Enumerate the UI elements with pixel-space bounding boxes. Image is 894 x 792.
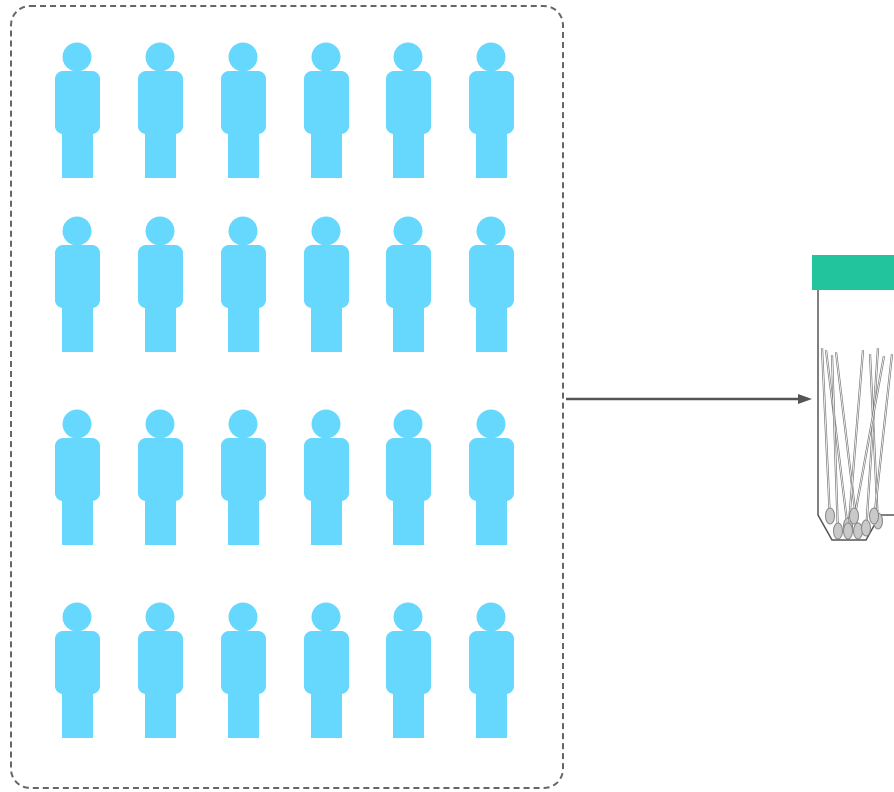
person-icon	[55, 42, 101, 178]
population-group-box	[10, 5, 564, 789]
person-icon	[304, 409, 350, 545]
person-icon	[138, 409, 184, 545]
person-icon	[386, 602, 432, 738]
person-icon	[55, 409, 101, 545]
swab-tip	[870, 508, 879, 524]
swab-tip	[850, 508, 859, 524]
person-icon	[138, 216, 184, 352]
person-icon	[138, 42, 184, 178]
person-icon	[138, 602, 184, 738]
sample-tube-icon	[808, 250, 894, 550]
connector-arrow	[566, 392, 816, 406]
person-icon	[304, 216, 350, 352]
person-icon	[386, 216, 432, 352]
swab-tip	[854, 523, 863, 539]
person-icon	[221, 602, 267, 738]
person-icon	[386, 42, 432, 178]
person-icon	[469, 42, 515, 178]
person-icon	[55, 216, 101, 352]
person-icon	[221, 42, 267, 178]
swab-tip	[826, 508, 835, 524]
person-icon	[221, 216, 267, 352]
person-icon	[221, 409, 267, 545]
person-icon	[304, 42, 350, 178]
person-icon	[386, 409, 432, 545]
swab-tip	[834, 523, 843, 539]
swab-tip	[844, 523, 853, 539]
swab-tip	[862, 520, 871, 536]
person-icon	[55, 602, 101, 738]
tube-cap	[812, 255, 894, 290]
person-icon	[469, 602, 515, 738]
person-icon	[469, 409, 515, 545]
person-icon	[469, 216, 515, 352]
person-icon	[304, 602, 350, 738]
